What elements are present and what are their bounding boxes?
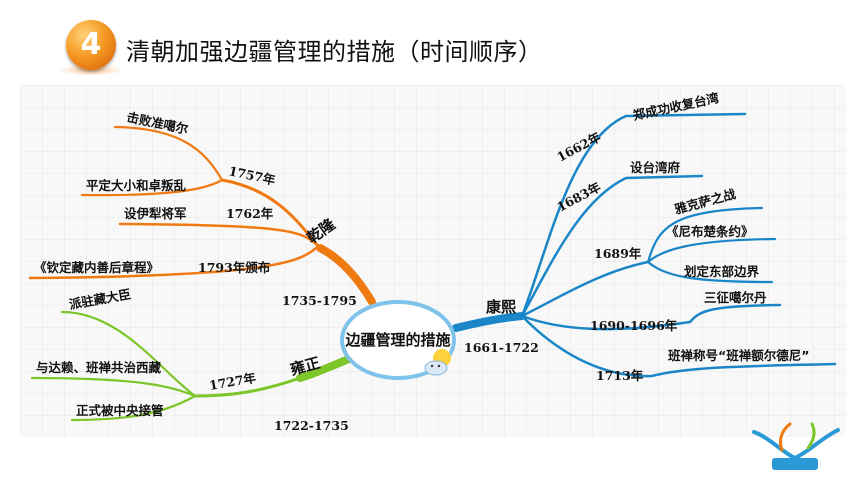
link-1727-cogovern [30,376,197,398]
event-co-govern: 与达赖、班禅共治西藏 [36,360,162,375]
event-galdan-campaigns: 三征噶尔丹 [704,290,767,305]
event-recover-taiwan: 郑成功收复台湾 [632,90,721,123]
link-kangxi-1689 [520,260,650,318]
year-1762: 1762年 [226,206,274,221]
event-ili-general: 设伊犁将军 [124,206,187,221]
period-kangxi: 1661-1722 [464,340,539,355]
link-kangxi-1683 [520,174,704,318]
link-qianlong-1762 [118,222,318,246]
link-yongzheng-1727 [193,376,302,398]
year-1793: 1793年颁布 [198,260,271,275]
link-qianlong-1793 [28,246,318,280]
year-1689: 1689年 [594,246,642,261]
link-1727-takeover [70,394,197,422]
event-tibet-regulation: 《钦定藏内善后章程》 [34,260,159,275]
center-node: 边疆管理的措施 [340,300,456,380]
event-central-takeover: 正式被中央接管 [76,403,164,418]
branch-name-qianlong: 乾隆 [304,215,340,248]
event-pacify-rebellion: 平定大小和卓叛乱 [86,178,187,193]
mind-map-canvas [20,85,846,437]
period-qianlong: 1735-1795 [282,293,357,308]
link-1727-minister [60,310,197,398]
center-bubble [340,300,456,380]
link-kangxi-1662 [520,112,747,318]
event-resident-minister: 派驻藏大臣 [68,286,132,312]
year-1683: 1683年 [554,179,603,215]
link-1689-yakesa [646,206,764,264]
link-kangxi-16901696 [520,303,782,331]
link-1689-treaty [646,237,777,264]
year-1662: 1662年 [554,129,603,165]
year-1690-1696: 1690-1696年 [590,318,678,333]
labels-yongzheng: 雍正 1722-1735 1727年 派驻藏大臣 与达赖、班禅共治西藏 正式被中… [36,286,349,433]
link-qianlong-1757 [220,178,320,248]
center-label: 边疆管理的措施 [344,331,450,349]
badge-shadow [58,64,124,76]
link-1757-pacify [80,178,224,197]
link-kangxi-1713 [520,314,837,378]
year-1713: 1713年 [596,368,644,383]
sun-cloud-icon [424,349,451,376]
period-yongzheng: 1722-1735 [274,418,349,433]
year-1727: 1727年 [208,370,258,393]
branch-qianlong [28,125,376,306]
number-badge: 4 [66,20,116,70]
labels-kangxi: 康熙 1661-1722 1662年 郑成功收复台湾 1683年 设台湾府 16… [464,90,809,383]
event-eastern-border: 划定东部边界 [684,264,760,279]
page-title: 清朝加强边疆管理的措施（时间顺序） [126,38,543,66]
mindmap-logo-icon [752,422,840,470]
branch-kangxi [452,112,837,378]
trunk-qianlong [316,244,376,306]
event-panchen-title: 班禅称号“班禅额尔德尼” [668,348,809,363]
branch-name-kangxi: 康熙 [486,298,516,316]
trunk-kangxi [452,312,526,332]
link-1689-border [646,260,774,284]
header: 4 清朝加强边疆管理的措施（时间顺序） [0,0,860,84]
event-taiwan-prefecture: 设台湾府 [630,160,681,175]
event-nerchinsk-treaty: 《尼布楚条约》 [666,224,754,239]
link-1757-defeat [113,125,224,182]
